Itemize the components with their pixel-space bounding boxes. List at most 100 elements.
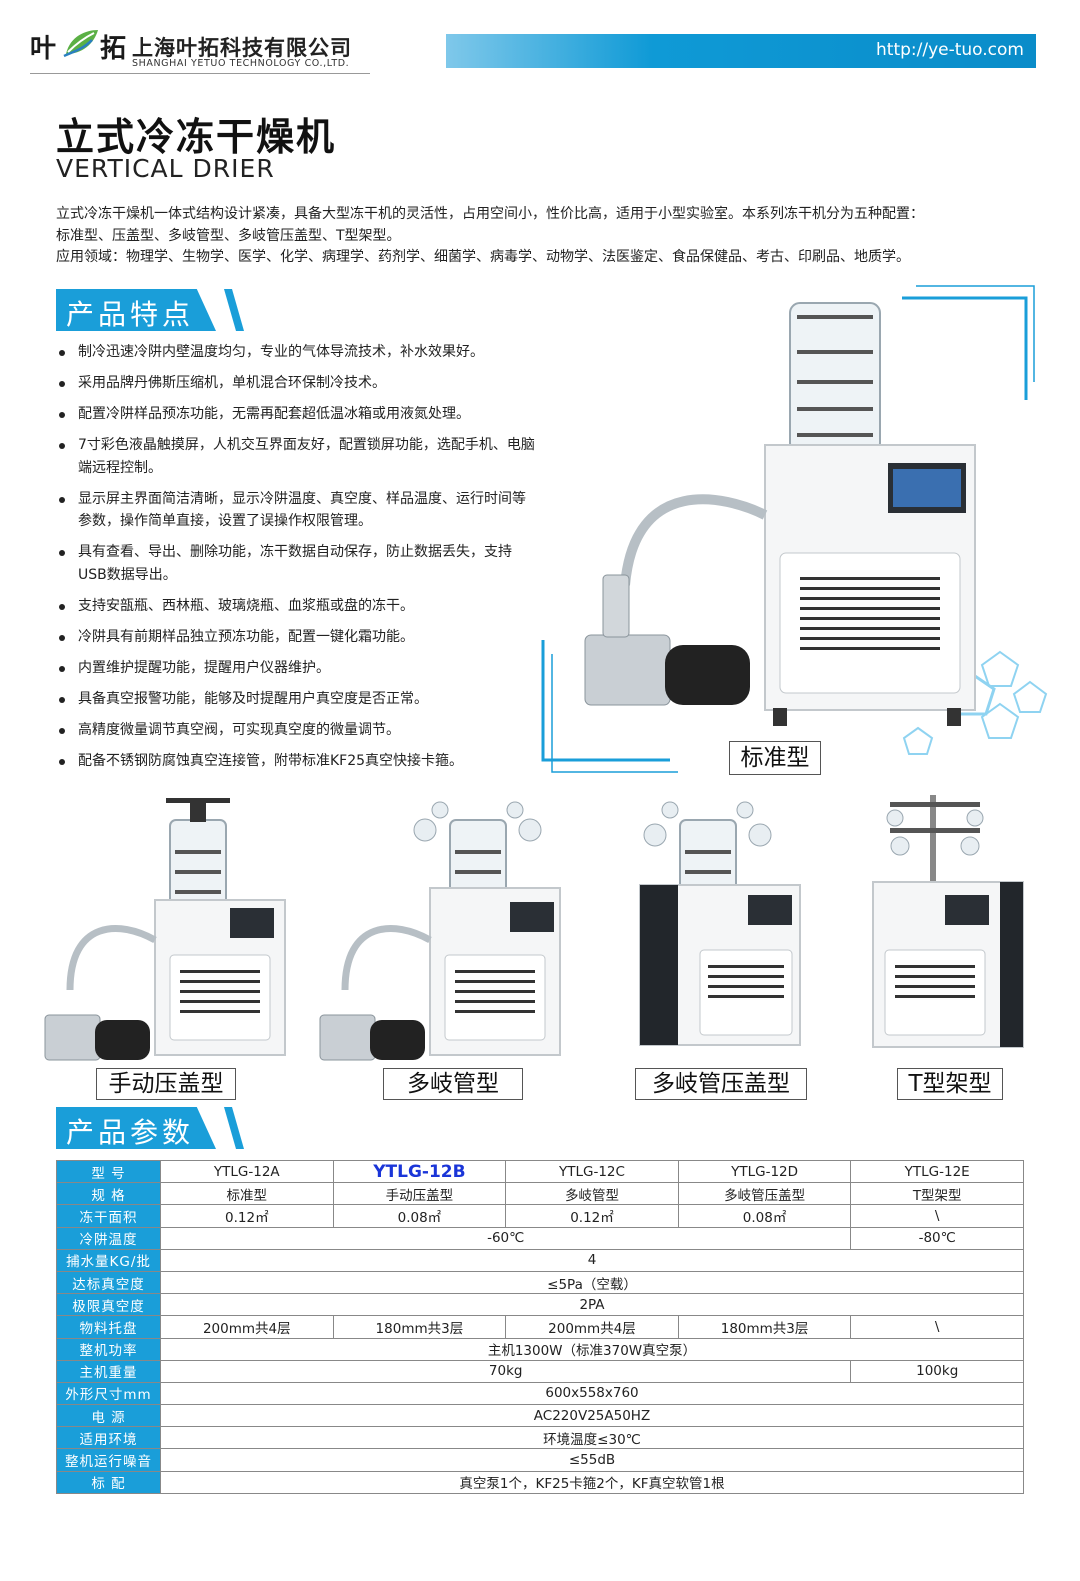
table-cell: 70kg: [159, 1359, 852, 1383]
table-cell: 0.08㎡: [677, 1204, 852, 1228]
table-cell: 多岐管压盖型: [677, 1182, 852, 1206]
page-subtitle: VERTICAL DRIER: [56, 154, 275, 183]
params-table: 型 号 YTLG-12A YTLG-12B YTLG-12C YTLG-12D …: [56, 1159, 1024, 1494]
feature-item: 具有查看、导出、删除功能，冻干数据自动保存，防止数据丢失，支持USB数据导出。: [56, 541, 536, 586]
table-cell: 180mm共3层: [332, 1315, 507, 1339]
label-standard: 标准型: [729, 741, 821, 775]
table-cell: 200mm共4层: [505, 1315, 679, 1339]
row-header: 规 格: [56, 1182, 161, 1206]
table-cell: 0.12㎡: [505, 1204, 679, 1228]
table-cell: YTLG-12A: [160, 1159, 334, 1184]
row-header: 捕水量KG/批: [56, 1248, 161, 1272]
label-manual-press: 手动压盖型: [96, 1068, 236, 1100]
row-header: 冷阱温度: [56, 1226, 161, 1250]
table-row: 极限真空度 2PA: [56, 1293, 1024, 1317]
table-cell: 主机1300W（标准370W真空泵）: [160, 1337, 1024, 1361]
table-row: 外形尺寸mm 600x558x760: [56, 1381, 1024, 1406]
table-row: 捕水量KG/批 4: [56, 1248, 1024, 1272]
feature-item: 支持安瓿瓶、西林瓶、玻璃烧瓶、血浆瓶或盘的冻干。: [56, 595, 536, 618]
table-cell: YTLG-12E: [850, 1159, 1024, 1184]
corner-decoration: [541, 640, 678, 773]
label-t-rack: T型架型: [897, 1068, 1003, 1100]
table-row: 冻干面积 0.12㎡ 0.08㎡ 0.12㎡ 0.08㎡ \: [56, 1204, 1024, 1228]
table-cell: 600x558x760: [160, 1381, 1024, 1406]
table-cell: \: [850, 1315, 1024, 1339]
company-name-cn: 上海叶拓科技有限公司: [132, 36, 352, 60]
standard-freeze-dryer-image: [584, 302, 976, 726]
table-cell: 多岐管型: [505, 1182, 679, 1206]
feature-item: 具备真空报警功能，能够及时提醒用户真空度是否正常。: [56, 688, 536, 711]
row-header: 主机重量: [56, 1359, 161, 1383]
table-row: 达标真空度 ≤5Pa（空载）: [56, 1270, 1024, 1295]
header-divider: [30, 73, 370, 74]
label-manifold-press: 多岐管压盖型: [635, 1068, 807, 1100]
row-header: 外形尺寸mm: [56, 1381, 161, 1406]
table-cell: YTLG-12D: [677, 1159, 852, 1184]
feature-item: 采用品牌丹佛斯压缩机，单机混合环保制冷技术。: [56, 372, 536, 395]
row-header: 适用环境: [56, 1426, 161, 1450]
leaf-logo-icon: [63, 30, 98, 58]
page-title: 立式冷冻干燥机: [56, 115, 337, 159]
label-manifold: 多岐管型: [383, 1068, 523, 1100]
row-header: 标 配: [56, 1470, 161, 1494]
feature-item: 配备不锈钢防腐蚀真空连接管，附带标准KF25真空快接卡箍。: [56, 750, 536, 773]
table-cell: 100kg: [850, 1359, 1024, 1383]
feature-item: 内置维护提醒功能，提醒用户仪器维护。: [56, 657, 536, 680]
params-section-header: 产品参数: [56, 1107, 256, 1149]
table-row: 适用环境 环境温度≤30℃: [56, 1426, 1024, 1450]
table-row: 整机运行噪音 ≤55dB: [56, 1448, 1024, 1472]
table-row: 型 号 YTLG-12A YTLG-12B YTLG-12C YTLG-12D …: [56, 1159, 1024, 1184]
features-section-header: 产品特点: [56, 289, 256, 331]
logo-char-tuo: 拓: [100, 34, 127, 64]
manifold-dryer-image: [319, 801, 561, 1061]
table-cell: YTLG-12C: [505, 1159, 679, 1184]
row-header: 物料托盘: [56, 1315, 161, 1339]
table-cell: 180mm共3层: [677, 1315, 852, 1339]
table-cell: 真空泵1个，KF25卡箍2个，KF真空软管1根: [160, 1470, 1024, 1494]
table-cell: 4: [160, 1248, 1024, 1272]
feature-item: 7寸彩色液晶触摸屏，人机交互界面友好，配置锁屏功能，选配手机、电脑端远程控制。: [56, 434, 536, 479]
website-link[interactable]: http://ye-tuo.com: [876, 40, 1024, 60]
table-row: 电 源 AC220V25A50HZ: [56, 1404, 1024, 1428]
table-row: 物料托盘 200mm共4层 180mm共3层 200mm共4层 180mm共3层…: [56, 1315, 1024, 1339]
row-header: 极限真空度: [56, 1293, 161, 1317]
table-cell: T型架型: [850, 1182, 1024, 1206]
table-cell: 环境温度≤30℃: [160, 1426, 1024, 1450]
table-cell: ≤5Pa（空载）: [160, 1270, 1024, 1295]
logo-char-ye: 叶: [30, 34, 59, 64]
row-header: 冻干面积: [56, 1204, 161, 1228]
table-row: 冷阱温度 -60℃ -80℃: [56, 1226, 1024, 1250]
manifold-press-dryer-image: [639, 801, 801, 1046]
intro-line: 标准型、压盖型、多岐管型、多岐管压盖型、T型架型。: [56, 227, 401, 244]
table-cell: 200mm共4层: [160, 1315, 334, 1339]
table-row: 整机功率 主机1300W（标准370W真空泵）: [56, 1337, 1024, 1361]
table-cell: 0.12㎡: [160, 1204, 334, 1228]
intro-text: 立式冷冻干燥机一体式结构设计紧凑，具备大型冻干机的灵活性，占用空间小，性价比高，…: [56, 204, 1026, 269]
row-header: 整机运行噪音: [56, 1448, 161, 1472]
table-cell: AC220V25A50HZ: [160, 1404, 1024, 1428]
row-header: 型 号: [56, 1159, 161, 1184]
table-cell: 0.08㎡: [332, 1204, 507, 1228]
table-cell: -80℃: [850, 1226, 1024, 1250]
feature-item: 冷阱具有前期样品独立预冻功能，配置一键化霜功能。: [56, 626, 536, 649]
table-cell: 手动压盖型: [332, 1182, 507, 1206]
feature-item: 制冷迅速冷阱内壁温度均匀，专业的气体导流技术，补水效果好。: [56, 341, 536, 364]
row-header: 电 源: [56, 1404, 161, 1428]
feature-item: 高精度微量调节真空阀，可实现真空度的微量调节。: [56, 719, 536, 742]
table-cell: \: [850, 1204, 1024, 1228]
t-rack-dryer-image: [872, 795, 1024, 1048]
params-section-title: 产品参数: [66, 1116, 195, 1149]
corner-decoration: [902, 285, 1035, 400]
intro-line: 立式冷冻干燥机一体式结构设计紧凑，具备大型冻干机的灵活性，占用空间小，性价比高，…: [56, 206, 924, 222]
url-bar: [446, 34, 1036, 68]
company-name-en: SHANGHAI YETUO TECHNOLOGY CO.,LTD.: [132, 58, 350, 69]
table-row: 主机重量 70kg 100kg: [56, 1359, 1024, 1383]
table-cell: 2PA: [160, 1293, 1024, 1317]
feature-item: 配置冷阱样品预冻功能，无需再配套超低温冰箱或用液氮处理。: [56, 403, 536, 426]
row-header: 整机功率: [56, 1337, 161, 1361]
features-section-title: 产品特点: [66, 298, 195, 331]
row-header: 达标真空度: [56, 1270, 161, 1295]
manual-press-dryer-image: [44, 798, 286, 1061]
feature-item: 显示屏主界面简洁清晰，显示冷阱温度、真空度、样品温度、运行时间等参数，操作简单直…: [56, 488, 536, 533]
table-row: 标 配 真空泵1个，KF25卡箍2个，KF真空软管1根: [56, 1470, 1024, 1494]
